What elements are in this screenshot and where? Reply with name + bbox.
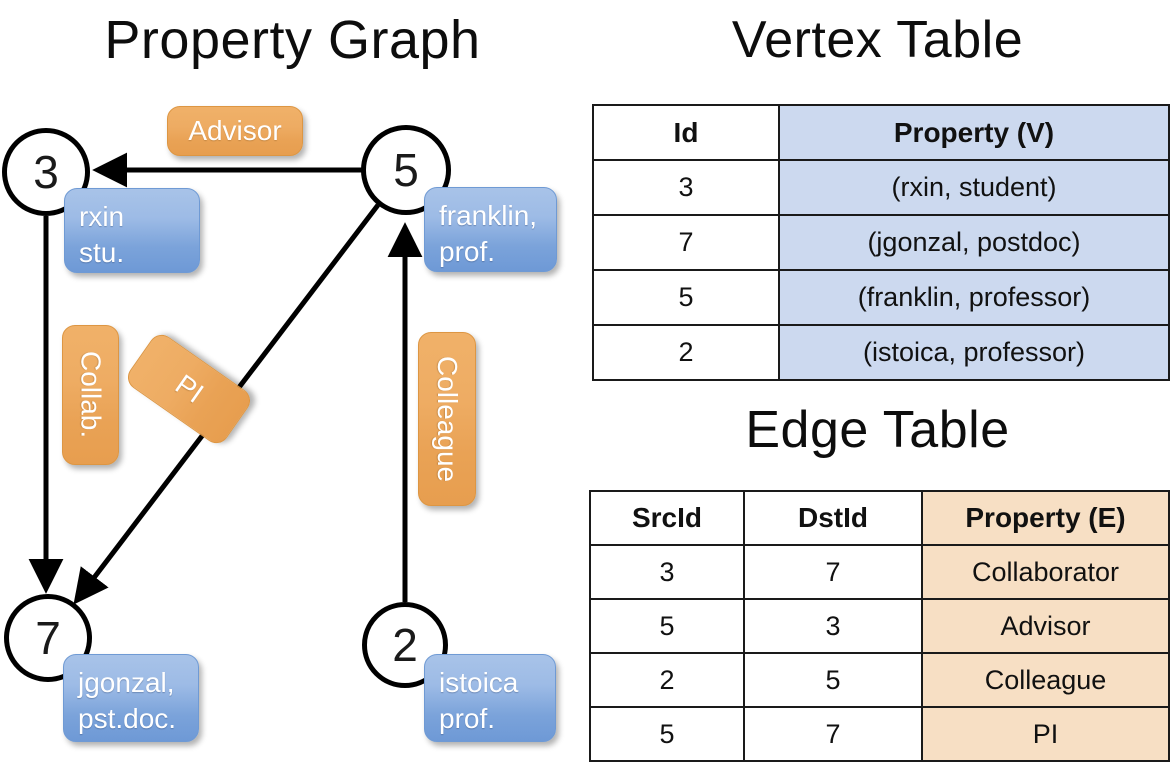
vertex-table-header-property: Property (V) <box>778 104 1170 161</box>
vertex-box-rxin-line2: stu. <box>79 237 125 268</box>
table-row: 5 (franklin, professor) <box>592 269 1170 326</box>
edge-table: SrcId DstId Property (E) 3 7 Collaborato… <box>589 490 1170 762</box>
edge-cell-dst: 3 <box>743 598 923 654</box>
table-row: 3 7 Collaborator <box>589 544 1170 600</box>
edge-label-advisor: Advisor <box>167 106 303 156</box>
vertex-table-header-id: Id <box>592 104 780 161</box>
graph-node-2: 2 <box>362 602 448 688</box>
table-row: 3 (rxin, student) <box>592 159 1170 216</box>
vertex-box-franklin: franklin, prof. <box>424 187 557 272</box>
vertex-cell-property: (istoica, professor) <box>778 324 1170 381</box>
vertex-cell-id: 3 <box>592 159 780 216</box>
edge-label-collab: Collab. <box>62 325 119 465</box>
edge-table-header-dstid: DstId <box>743 490 923 546</box>
edge-cell-src: 5 <box>589 706 745 762</box>
edge-cell-property: PI <box>921 706 1170 762</box>
vertex-box-istoica-line1: istoica <box>439 667 519 698</box>
vertex-cell-property: (franklin, professor) <box>778 269 1170 326</box>
edge-label-colleague: Colleague <box>418 332 476 506</box>
vertex-box-jgonzal: jgonzal, pst.doc. <box>63 654 199 742</box>
edge-table-header-row: SrcId DstId Property (E) <box>589 490 1170 546</box>
vertex-box-rxin: rxin stu. <box>64 188 200 273</box>
vertex-table: Id Property (V) 3 (rxin, student) 7 (jgo… <box>592 104 1170 381</box>
edge-label-advisor-text: Advisor <box>188 115 282 146</box>
vertex-box-franklin-line1: franklin, <box>439 200 538 231</box>
table-row: 5 3 Advisor <box>589 598 1170 654</box>
edge-cell-property: Colleague <box>921 652 1170 708</box>
edge-cell-property: Collaborator <box>921 544 1170 600</box>
edge-table-header-property: Property (E) <box>921 490 1170 546</box>
edge-cell-src: 5 <box>589 598 745 654</box>
edge-cell-dst: 7 <box>743 544 923 600</box>
edge-cell-property: Advisor <box>921 598 1170 654</box>
edge-cell-dst: 7 <box>743 706 923 762</box>
vertex-table-header-row: Id Property (V) <box>592 104 1170 161</box>
vertex-cell-id: 2 <box>592 324 780 381</box>
vertex-cell-id: 7 <box>592 214 780 271</box>
vertex-box-jgonzal-line2: pst.doc. <box>78 703 177 734</box>
property-graph-diagram: Advisor Collab. PI Colleague 3 5 7 2 rxi… <box>0 0 585 760</box>
page-title-edge-table: Edge Table <box>745 401 1010 459</box>
table-row: 2 (istoica, professor) <box>592 324 1170 381</box>
graph-node-5: 5 <box>361 125 451 215</box>
vertex-box-istoica: istoica prof. <box>424 654 556 742</box>
page-title-property-graph: Property Graph <box>104 10 481 70</box>
page-title-vertex-table: Vertex Table <box>731 11 1024 69</box>
table-row: 7 (jgonzal, postdoc) <box>592 214 1170 271</box>
edge-label-pi: PI <box>122 329 256 449</box>
vertex-cell-property: (jgonzal, postdoc) <box>778 214 1170 271</box>
vertex-box-rxin-line1: rxin <box>79 201 125 232</box>
edge-label-collab-text: Collab. <box>75 351 107 439</box>
table-row: 2 5 Colleague <box>589 652 1170 708</box>
edge-cell-src: 3 <box>589 544 745 600</box>
edge-cell-src: 2 <box>589 652 745 708</box>
vertex-cell-id: 5 <box>592 269 780 326</box>
edge-label-pi-text: PI <box>169 368 210 409</box>
edge-label-colleague-text: Colleague <box>432 355 463 483</box>
edge-cell-dst: 5 <box>743 652 923 708</box>
vertex-box-istoica-line2: prof. <box>439 703 496 734</box>
edge-table-header-srcid: SrcId <box>589 490 745 546</box>
vertex-cell-property: (rxin, student) <box>778 159 1170 216</box>
vertex-box-jgonzal-line1: jgonzal, <box>78 667 175 698</box>
table-row: 5 7 PI <box>589 706 1170 762</box>
vertex-box-franklin-line2: prof. <box>439 236 496 267</box>
